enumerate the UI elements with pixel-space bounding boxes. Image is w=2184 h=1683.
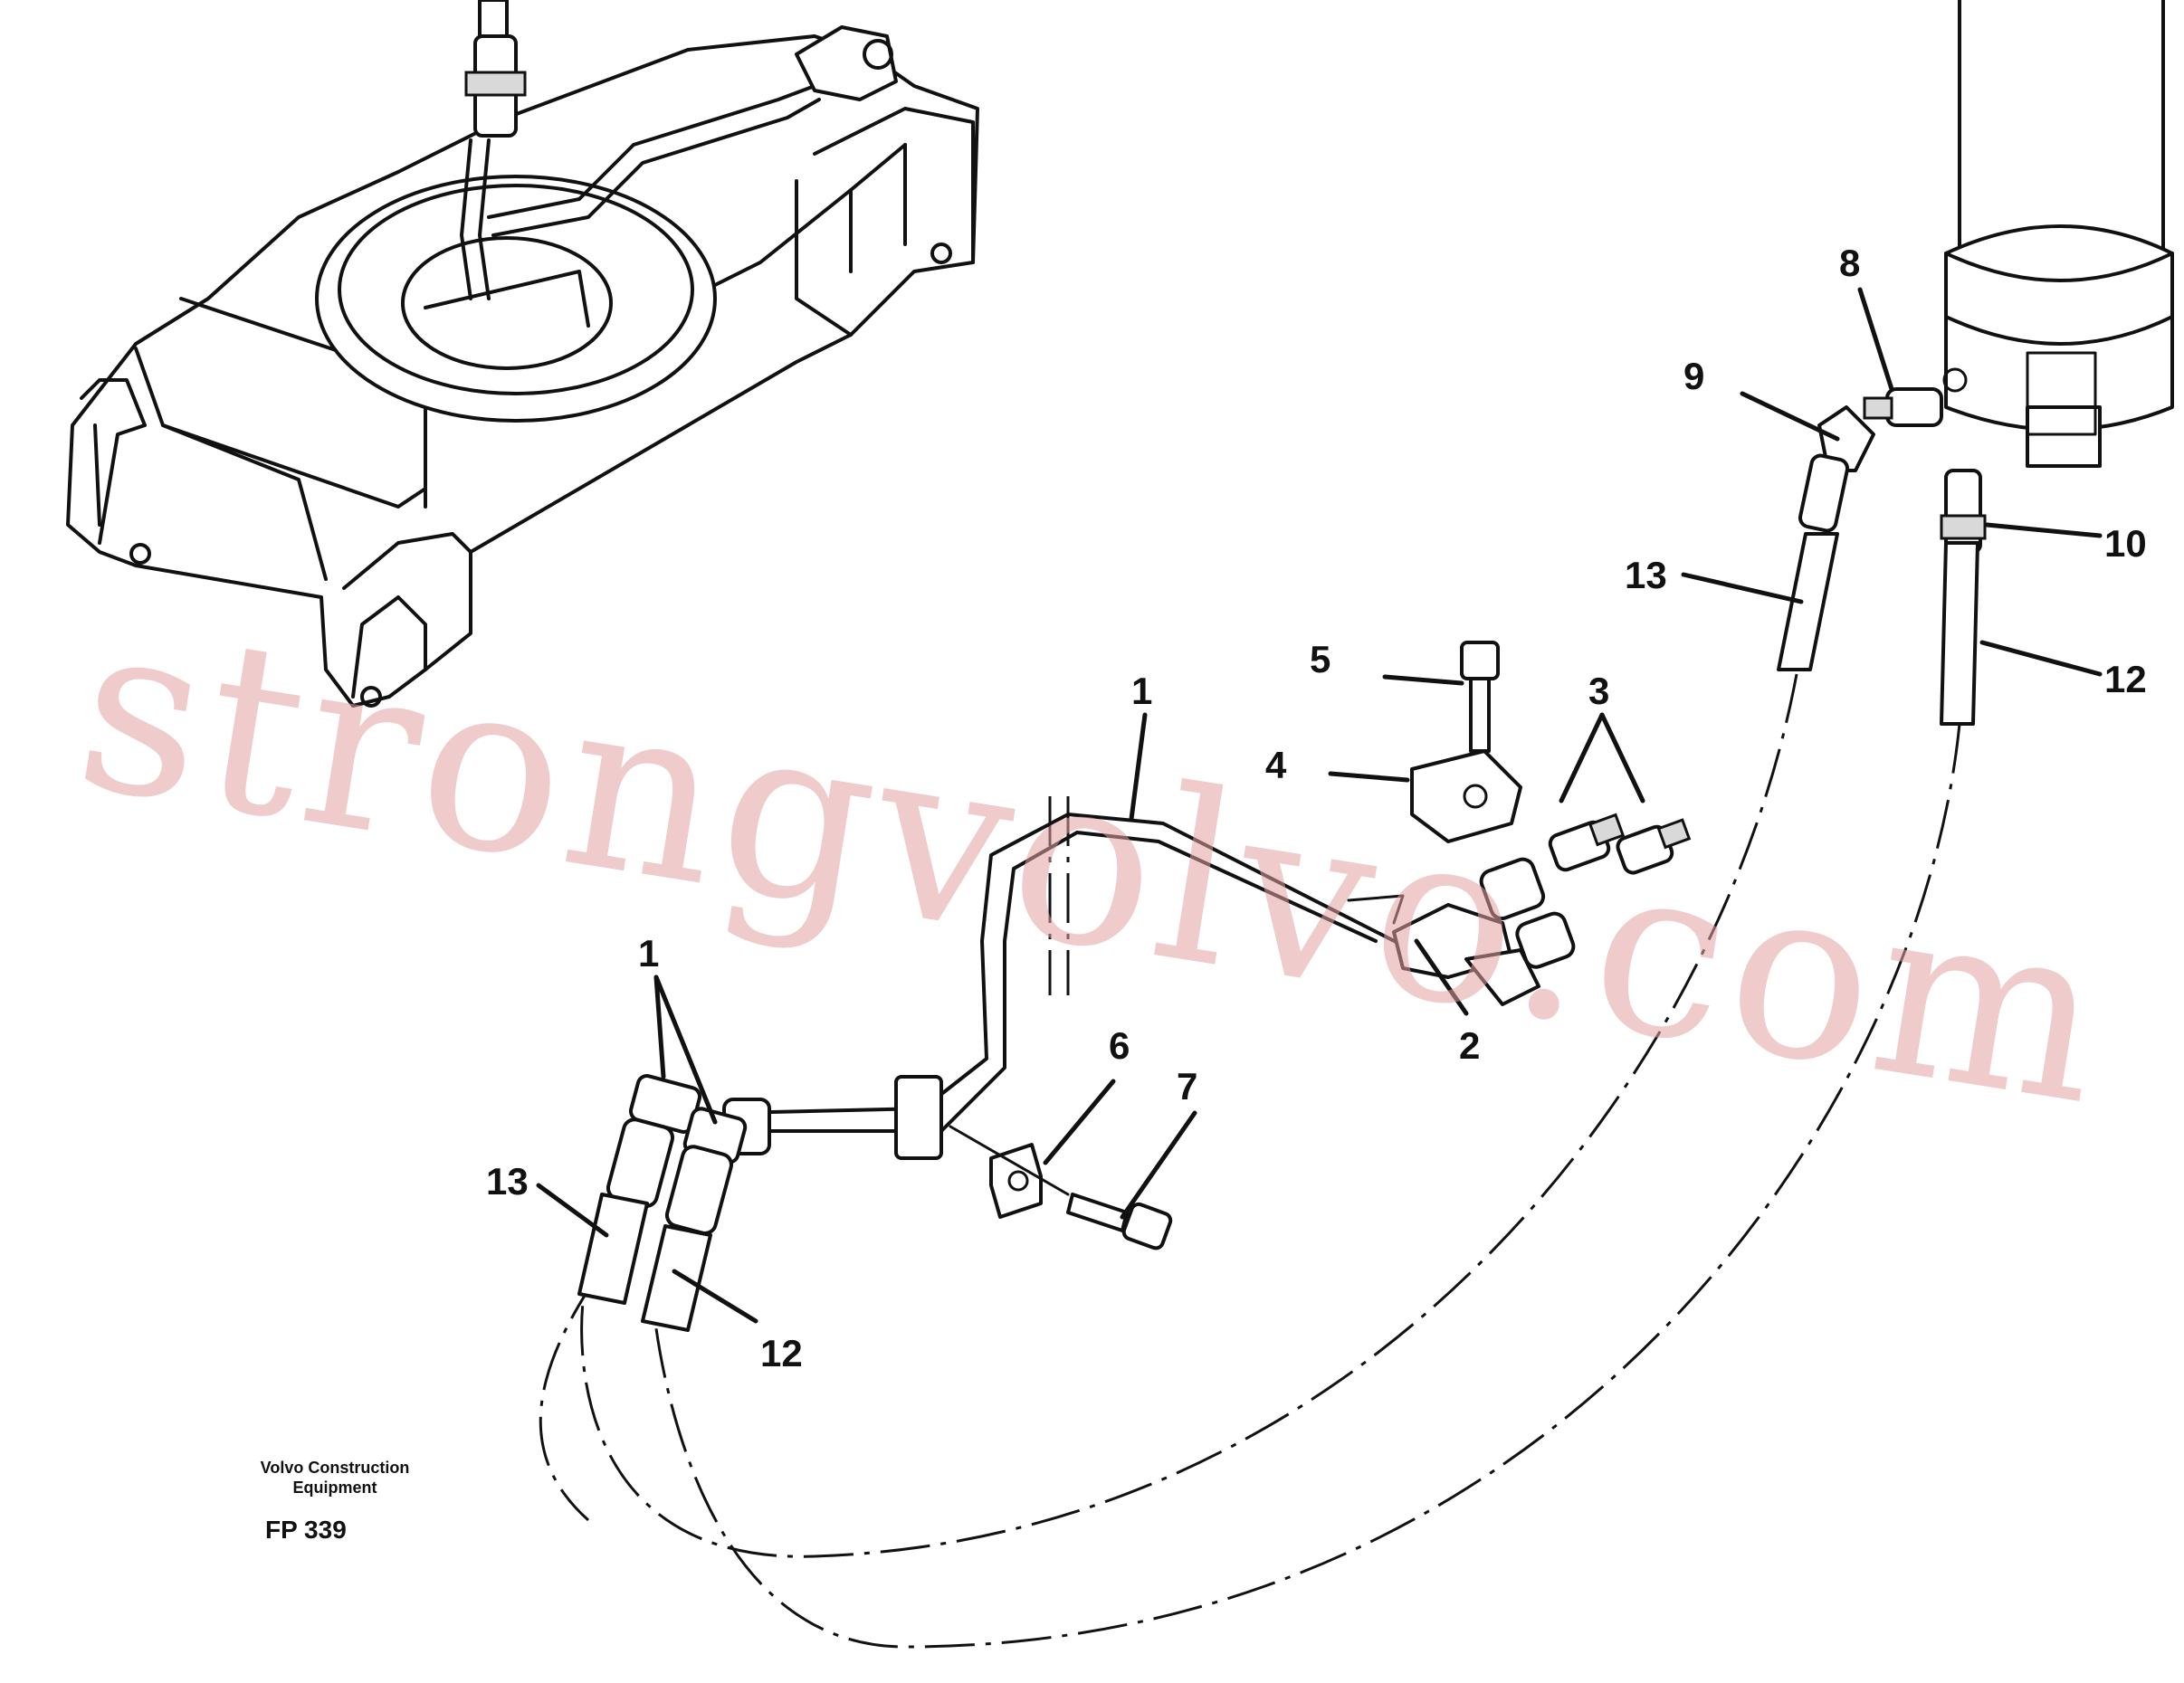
caption-company-line2: Equipment [293, 1479, 377, 1497]
callout-1-left: 1 [638, 932, 659, 975]
leader-lines [536, 287, 2103, 1324]
caption-block: Volvo Construction Equipment FP 339 [261, 1459, 410, 1544]
callout-3: 3 [1588, 670, 1609, 712]
callout-9: 9 [1683, 355, 1704, 397]
caption-company-line1: Volvo Construction [261, 1459, 410, 1477]
callout-1-top: 1 [1131, 670, 1152, 712]
leader-1a [1129, 712, 1148, 822]
cylinder-hoses [539, 405, 1979, 1649]
callout-12-left: 12 [760, 1332, 803, 1374]
leader-12b [672, 1269, 758, 1324]
leader-2 [1414, 938, 1469, 1016]
leader-13b [536, 1183, 609, 1238]
leader-12a [1979, 640, 2103, 677]
watermark: strongvolvo.com [62, 568, 2125, 1158]
callout-5: 5 [1310, 638, 1330, 680]
left-hoses [577, 1117, 733, 1332]
callouts: 1 1 2 3 4 5 6 7 8 9 10 12 12 13 13 [486, 242, 2147, 1374]
callout-6: 6 [1109, 1024, 1130, 1067]
callout-7: 7 [1177, 1065, 1197, 1108]
leader-7 [1120, 1110, 1197, 1220]
leader-8 [1857, 287, 1894, 392]
leader-6 [1043, 1079, 1116, 1165]
callout-2: 2 [1459, 1024, 1480, 1067]
leader-10 [1984, 522, 2103, 538]
callout-8: 8 [1839, 242, 1860, 284]
callout-13-left: 13 [486, 1160, 529, 1203]
cylinder-assembly [1863, 0, 2174, 554]
leader-1b-2 [653, 975, 718, 1125]
callout-4: 4 [1265, 744, 1287, 786]
callout-13-right: 13 [1625, 554, 1667, 596]
leader-3b [1599, 712, 1645, 803]
leader-3a [1559, 712, 1605, 803]
leader-4 [1328, 771, 1410, 783]
leader-13a [1681, 572, 1804, 604]
leader-1b [653, 975, 666, 1079]
caption-code: FP 339 [265, 1516, 347, 1544]
leader-5 [1382, 674, 1464, 686]
leader-9 [1740, 391, 1840, 442]
callout-12-right: 12 [2104, 658, 2147, 700]
callout-10: 10 [2104, 522, 2147, 565]
frame-assembly [66, 0, 979, 708]
